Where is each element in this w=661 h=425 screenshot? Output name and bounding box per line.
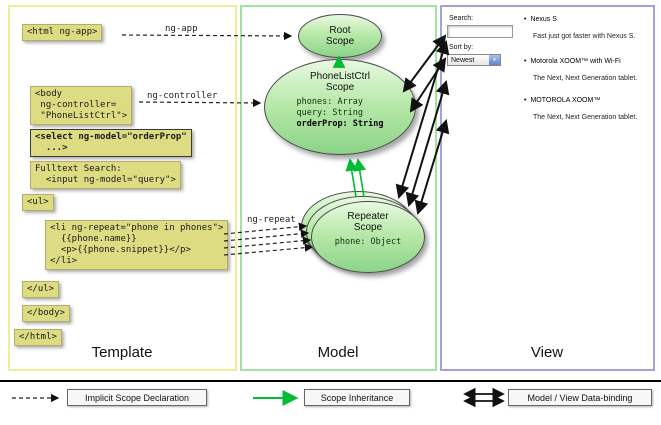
phonelist-prop-orderprop: orderProp: String (296, 119, 384, 129)
root-scope-title: Root Scope (325, 25, 355, 47)
phone-desc: The Next, Next Generation tablet. (533, 75, 638, 82)
repeater-scope-title: Repeater Scope (347, 211, 389, 233)
legend-inheritance-label: Scope Inheritance (320, 392, 394, 403)
code-select-ng-model: <select ng-model="orderProp" ...> (30, 129, 192, 157)
view-panel-label: View (530, 344, 564, 361)
root-scope-ellipse: Root Scope (298, 14, 382, 58)
dropdown-arrow-icon: ▾ (489, 55, 500, 65)
phone-name: MOTOROLA XOOM™ (530, 97, 601, 104)
legend-binding-box: Model / View Data-binding (508, 389, 652, 406)
sort-label: Sort by: (449, 44, 474, 51)
legend-separator-line (0, 380, 661, 382)
bullet-icon: • (524, 97, 527, 104)
code-body-controller: <body ng-controller= "PhoneListCtrl"> (30, 86, 133, 125)
bullet-icon: • (524, 58, 527, 65)
phone-name: Nexus S (530, 16, 557, 23)
phonelist-prop-query: query: String (296, 108, 364, 118)
phone-desc: The Next, Next Generation tablet. (533, 114, 638, 121)
phone-desc: Fast just got faster with Nexus S. (533, 33, 636, 40)
phonelist-prop-phones: phones: Array (296, 97, 364, 107)
ng-controller-label: ng-controller (147, 91, 218, 101)
model-panel-label: Model (317, 344, 359, 361)
legend-inheritance-box: Scope Inheritance (304, 389, 410, 406)
phonelist-scope-title: PhoneListCtrl Scope (309, 71, 371, 93)
phonelist-scope-ellipse: PhoneListCtrl Scope phones: Array query:… (264, 59, 416, 155)
view-panel (440, 5, 655, 371)
phone-list-item: • Nexus S Fast just got faster with Nexu… (524, 16, 652, 40)
template-panel-label: Template (91, 344, 153, 361)
legend-implicit-box: Implicit Scope Declaration (67, 389, 207, 406)
phone-list-item: • MOTOROLA XOOM™ The Next, Next Generati… (524, 97, 652, 121)
phone-name: Motorola XOOM™ with Wi-Fi (530, 58, 621, 65)
bullet-icon: • (524, 16, 527, 23)
code-li-ng-repeat: <li ng-repeat="phone in phones"> {{phone… (45, 220, 229, 270)
phone-list-item: • Motorola XOOM™ with Wi-Fi The Next, Ne… (524, 58, 652, 82)
search-input (447, 25, 513, 38)
repeater-scope-ellipse: Repeater Scope phone: Object (311, 201, 425, 273)
code-html-ng-app: <html ng-app> (22, 24, 103, 41)
legend-implicit-label: Implicit Scope Declaration (84, 392, 190, 403)
ng-repeat-label: ng-repeat (247, 215, 296, 225)
sort-select: Newest ▾ (447, 54, 501, 66)
code-fulltext-search: Fulltext Search: <input ng-model="query"… (30, 161, 181, 189)
code-ul-close: </ul> (22, 281, 60, 298)
search-label: Search: (449, 15, 474, 22)
repeater-prop-phone: phone: Object (334, 237, 402, 247)
sort-select-value: Newest (451, 56, 475, 64)
phonelist-scope-props: phones: Array query: String orderProp: S… (297, 97, 384, 130)
ng-app-label: ng-app (165, 24, 198, 34)
code-html-close: </html> (14, 329, 62, 346)
legend-binding-label: Model / View Data-binding (527, 392, 633, 403)
code-ul-open: <ul> (22, 194, 54, 211)
code-body-close: </body> (22, 305, 70, 322)
